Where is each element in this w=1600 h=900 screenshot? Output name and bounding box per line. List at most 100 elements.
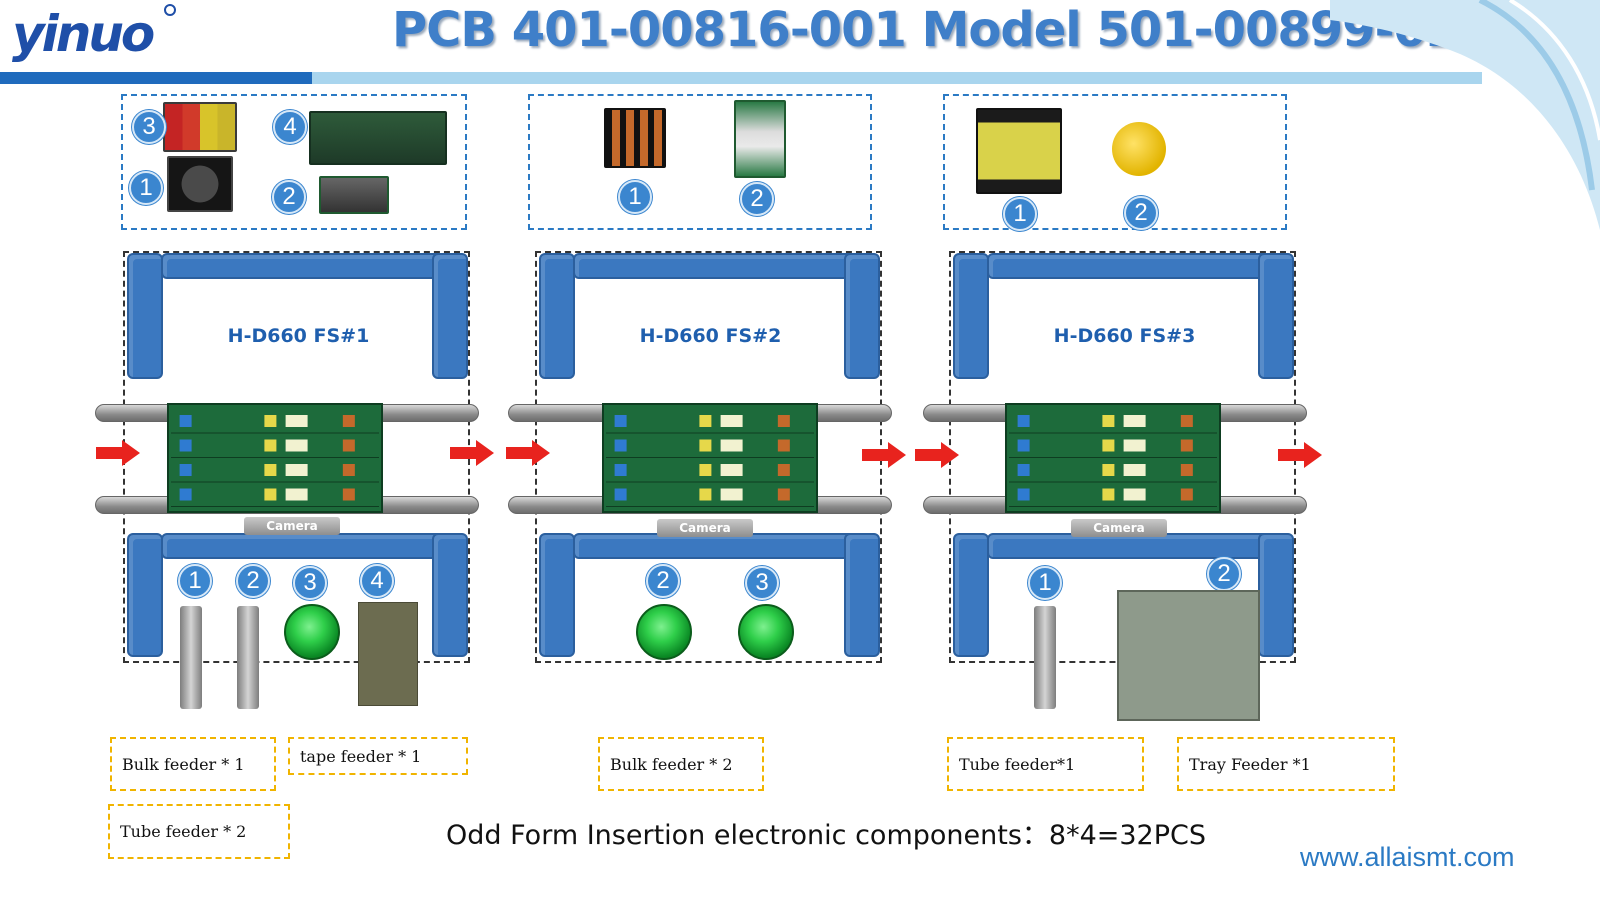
pcb-part	[1123, 439, 1146, 452]
bulk-feeder-bowl	[284, 604, 340, 660]
machine-label: H-D660 FS#1	[227, 325, 370, 347]
pcb-part	[179, 464, 192, 476]
pcb-part	[179, 439, 192, 452]
pcb-pattern	[171, 415, 379, 507]
flow-arrow-icon	[96, 440, 140, 466]
tape-feeder	[358, 602, 418, 706]
terminal-block-component	[163, 102, 237, 152]
machine-3: H-D660 FS#3	[949, 251, 1296, 663]
component-box-1: 3 4 1 2	[121, 94, 467, 230]
pcb-part	[1102, 488, 1115, 501]
component-badge: 1	[129, 171, 163, 205]
upper-beam-right	[844, 253, 880, 379]
pcb-part	[699, 464, 712, 476]
pcb-part	[614, 488, 627, 501]
flow-arrow-icon	[506, 440, 550, 466]
pcb-part	[1102, 439, 1115, 452]
feeder-badge: 4	[360, 564, 394, 598]
feeder-badge: 2	[1207, 557, 1241, 591]
component-badge: 4	[273, 110, 307, 144]
pcb-part	[720, 415, 743, 427]
pcb-part	[1102, 464, 1115, 476]
pcb-part	[179, 488, 192, 501]
pcb-part	[777, 415, 790, 427]
summary-caption: Odd Form Insertion electronic components…	[446, 820, 1207, 851]
upper-beam-left	[953, 253, 989, 379]
pcb-part	[264, 415, 277, 427]
machine-1: H-D660 FS#1	[123, 251, 470, 663]
pcb-board	[602, 403, 818, 513]
pcb-board	[167, 403, 383, 513]
website-link[interactable]: www.allaismt.com	[1300, 842, 1515, 872]
lower-beam-left	[127, 533, 163, 657]
pcb-divider	[1009, 457, 1217, 458]
camera-label: Camera	[1071, 519, 1167, 537]
flow-arrow-icon	[450, 440, 494, 466]
tube-feeder	[180, 606, 202, 709]
pcb-part	[264, 464, 277, 476]
pcb-part	[1017, 464, 1030, 476]
pcb-part	[342, 439, 355, 452]
feeder-label-tray-3: Tray Feeder *1	[1177, 737, 1395, 791]
pcb-divider	[606, 457, 814, 458]
pcb-divider	[606, 506, 814, 507]
feeder-label-bulk-1: Bulk feeder * 1	[110, 737, 276, 791]
pcb-divider	[1009, 432, 1217, 434]
component-badge: 2	[740, 182, 774, 216]
relay-component	[319, 176, 389, 214]
pcb-part	[720, 464, 743, 476]
tube-feeder	[1034, 606, 1056, 709]
capacitor-component	[309, 111, 447, 165]
pcb-part	[1017, 415, 1030, 427]
upper-beam-top	[161, 253, 461, 279]
pcb-part	[777, 488, 790, 501]
upper-beam-left	[127, 253, 163, 379]
small-transformer-component	[734, 100, 786, 178]
pcb-board	[1005, 403, 1221, 513]
pcb-part	[285, 415, 308, 427]
feeder-badge: 2	[236, 564, 270, 598]
pcb-part	[777, 464, 790, 476]
pcb-divider	[606, 481, 814, 483]
pcb-pattern	[1009, 415, 1217, 507]
pcb-part	[285, 439, 308, 452]
pcb-part	[285, 464, 308, 476]
pcb-part	[1017, 439, 1030, 452]
pcb-part	[342, 415, 355, 427]
pcb-divider	[1009, 506, 1217, 507]
pcb-divider	[1009, 481, 1217, 483]
lower-beam-right	[1258, 533, 1294, 657]
pcb-part	[264, 439, 277, 452]
lower-beam-left	[539, 533, 575, 657]
upper-beam-right	[1258, 253, 1294, 379]
pcb-part	[1180, 464, 1193, 476]
pcb-part	[1102, 415, 1115, 427]
component-badge: 2	[272, 180, 306, 214]
pcb-part	[699, 488, 712, 501]
pcb-part	[285, 488, 308, 501]
pcb-part	[1180, 488, 1193, 501]
camera-label: Camera	[657, 519, 753, 537]
pcb-part	[614, 439, 627, 452]
pcb-part	[1123, 488, 1146, 501]
feeder-label-bulk-2: Bulk feeder * 2	[598, 737, 764, 791]
lower-beam-left	[953, 533, 989, 657]
feeder-badge: 2	[646, 564, 680, 598]
upper-beam-top	[987, 253, 1287, 279]
pcb-part	[1123, 415, 1146, 427]
inductor-component	[167, 156, 233, 212]
camera-label: Camera	[244, 517, 340, 535]
pcb-part	[342, 488, 355, 501]
component-box-2: 1 2	[528, 94, 872, 230]
pcb-part	[614, 415, 627, 427]
pcb-part	[720, 439, 743, 452]
feeder-badge: 1	[1028, 566, 1062, 600]
machine-label: H-D660 FS#3	[1053, 325, 1196, 347]
pcb-part	[699, 415, 712, 427]
pcb-part	[614, 464, 627, 476]
component-badge: 1	[618, 180, 652, 214]
component-badge: 3	[132, 110, 166, 144]
upper-beam-left	[539, 253, 575, 379]
flow-arrow-icon	[1278, 442, 1322, 468]
pcb-part	[342, 464, 355, 476]
